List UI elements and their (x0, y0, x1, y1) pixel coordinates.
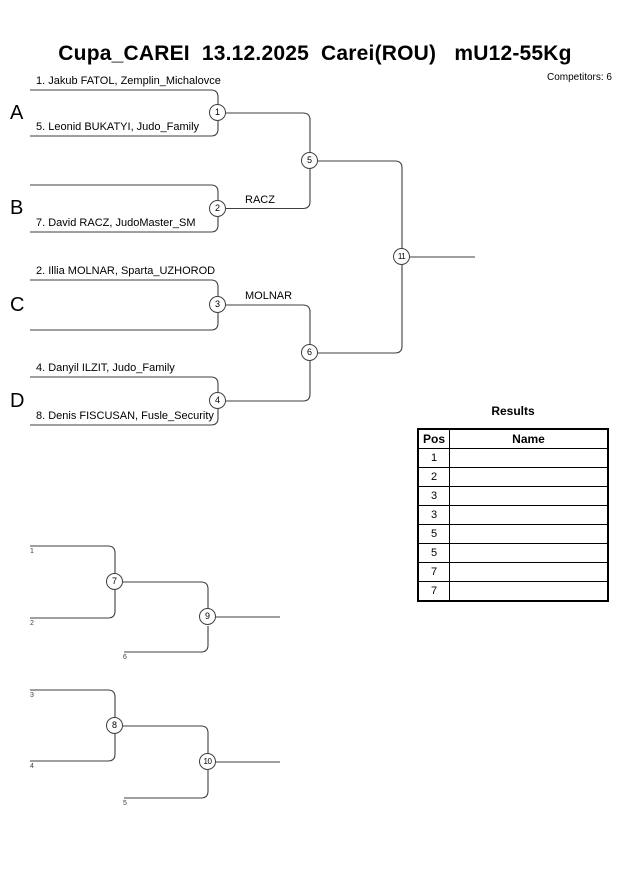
rep-entry-ref-2: 2 (30, 620, 34, 627)
winner-label-match2: RACZ (245, 194, 275, 206)
line-b-bottom (30, 217, 219, 233)
match-circle-4: 4 (209, 392, 226, 409)
results-title: Results (491, 404, 535, 418)
line-d-top (30, 376, 219, 393)
match-circle-7: 7 (106, 573, 123, 590)
winner-label-match3: MOLNAR (245, 290, 293, 302)
section-label-c: C (10, 294, 25, 316)
match-circle-3: 3 (209, 296, 226, 313)
results-pos-cell: 5 (419, 525, 450, 543)
results-pos-cell: 7 (419, 563, 450, 581)
line-rep2-top (30, 689, 116, 718)
results-name-cell (450, 525, 607, 543)
rep-entry-ref-4: 4 (30, 763, 34, 770)
line-rep1-entry (124, 626, 209, 653)
results-row: 1 (419, 449, 607, 468)
results-name-cell (450, 544, 607, 562)
rep-entry-ref-1: 1 (30, 548, 34, 555)
results-name-cell (450, 506, 607, 524)
section-label-a: A (10, 102, 24, 124)
match-circle-5: 5 (301, 152, 318, 169)
line-c-bottom (30, 313, 219, 331)
results-name-cell (450, 487, 607, 505)
results-header-pos: Pos (419, 430, 450, 448)
repechage-bracket-lines (30, 545, 280, 799)
line-match4-out (226, 361, 311, 402)
rep-entry-ref-6: 6 (123, 654, 127, 661)
results-row: 3 (419, 487, 607, 506)
results-row: 5 (419, 525, 607, 544)
line-d-bottom (30, 409, 219, 426)
match-circle-2: 2 (209, 200, 226, 217)
line-a-top (30, 89, 219, 105)
line-rep2-bottom (30, 734, 116, 762)
match-circle-9: 9 (199, 608, 216, 625)
match-circle-11: 11 (393, 248, 410, 265)
competitors-count: Competitors: 6 (546, 72, 612, 83)
match-circle-10: 10 (199, 753, 216, 770)
rep-entry-ref-3: 3 (30, 692, 34, 699)
line-rep1-top (30, 545, 116, 574)
line-match6-out (318, 265, 403, 354)
section-label-b: B (10, 197, 24, 219)
results-name-cell (450, 563, 607, 581)
main-bracket-lines (30, 89, 475, 426)
competitor-name: 2. Illia MOLNAR, Sparta_UZHOROD (36, 265, 216, 277)
line-match8-out (123, 725, 209, 754)
results-pos-cell: 5 (419, 544, 450, 562)
results-pos-cell: 7 (419, 582, 450, 600)
line-match3-out (226, 304, 311, 345)
page-title: Cupa_CAREI 13.12.2025 Carei(ROU) mU12-55… (58, 42, 572, 65)
results-header-name: Name (512, 432, 545, 446)
results-pos-cell: 3 (419, 487, 450, 505)
competitor-name: 8. Denis FISCUSAN, Fusle_Security (36, 410, 214, 422)
competitor-name: 5. Leonid BUKATYI, Judo_Family (36, 121, 200, 133)
competitor-name: 7. David RACZ, JudoMaster_SM (36, 217, 196, 229)
results-header-row: Pos Name (419, 430, 607, 449)
results-pos-cell: 1 (419, 449, 450, 467)
line-match7-out (123, 581, 209, 609)
section-label-d: D (10, 390, 25, 412)
competitor-name: 4. Danyil ILZIT, Judo_Family (36, 362, 175, 374)
line-c-top (30, 279, 219, 297)
match-circle-6: 6 (301, 344, 318, 361)
results-name-cell (450, 582, 607, 600)
competitor-name: 1. Jakub FATOL, Zemplin_Michalovce (36, 75, 221, 87)
rep-entry-ref-5: 5 (123, 800, 127, 807)
line-b-top (30, 184, 219, 200)
results-pos-cell: 2 (419, 468, 450, 486)
results-row: 2 (419, 468, 607, 487)
line-match1-out (226, 112, 311, 153)
results-row: 3 (419, 506, 607, 525)
line-rep2-entry (124, 770, 209, 799)
match-circle-8: 8 (106, 717, 123, 734)
line-match2-out (226, 169, 311, 210)
results-pos-cell: 3 (419, 506, 450, 524)
results-name-cell (450, 449, 607, 467)
line-match5-out (318, 160, 403, 249)
results-name-cell (450, 468, 607, 486)
line-rep1-bottom (30, 590, 116, 619)
line-a-bottom (30, 121, 219, 137)
results-row: 5 (419, 544, 607, 563)
match-circle-1: 1 (209, 104, 226, 121)
results-row: 7 (419, 582, 607, 600)
results-row: 7 (419, 563, 607, 582)
results-table: Pos Name 1 2 3 3 5 5 7 (417, 428, 609, 602)
